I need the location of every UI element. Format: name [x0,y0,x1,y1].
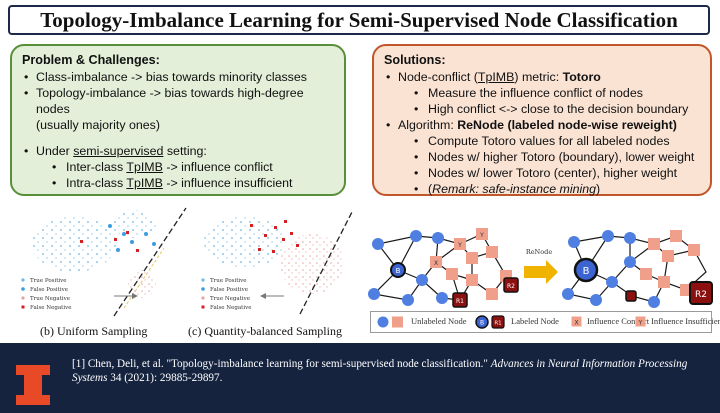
solution-sub-measure: Measure the influence conflict of nodes [384,85,700,101]
solution-sub-higher: Nodes w/ higher Totoro (boundary), lower… [384,149,700,165]
solutions-panel: Solutions: Node-conflict (TpIMB) metric:… [372,44,712,197]
svg-text:X: X [574,320,578,327]
svg-text:R1: R1 [494,321,501,327]
plot-legend-tn-left: True Negative [30,296,70,302]
node-y2-left: Y [479,232,484,239]
legend-insufficient: Influence Insufficient [651,316,720,326]
solution-metric: Node-conflict (TpIMB) metric: Totoro [384,69,700,85]
renode-graph-diagram: B X Y Y R1 R2 ReNode B [368,228,713,308]
renode-label: ReNode [526,248,553,256]
node-r2-left: R2 [507,283,515,290]
plot-legend-tn-right: True Negative [210,296,250,302]
problem-heading: Problem & Challenges: [22,53,160,67]
legend-conflict: Influence Conflict [587,316,650,326]
problem-item-inter-class: Inter-class TpIMB -> influence conflict [22,159,334,175]
plot-legend-fn-right: False Negative [210,305,252,311]
graph-legend: Unlabeled Node B R1 Labeled Node X Influ… [370,311,720,333]
plot-legend-tp-right: True Positive [210,278,247,284]
svg-text:B: B [480,320,484,327]
problem-item-majority-note: (usually majority ones) [36,118,160,132]
left-graph-nodes: B X Y Y R1 R2 [368,228,519,308]
conflict-node-icon: X [571,316,582,327]
problem-panel: Problem & Challenges: Class-imbalance ->… [10,44,346,196]
caption-uniform: (b) Uniform Sampling [40,324,148,338]
node-r2-right: R2 [695,290,707,300]
solutions-heading: Solutions: [384,53,446,67]
node-b-right: B [583,266,590,277]
renode-arrow-icon [524,260,558,284]
quantity-balanced-plot: True Positive False Positive True Negati… [201,211,353,315]
plot-legend-fn-left: False Negative [30,305,72,311]
footer: [1] Chen, Deli, et al. "Topology-imbalan… [0,343,720,413]
legend-labeled: Labeled Node [511,316,559,326]
legend-unlabeled: Unlabeled Node [411,316,467,326]
page-title: Topology-Imbalance Learning for Semi-Sup… [40,7,678,32]
unlabeled-node-icon [377,316,403,328]
solution-sub-remark: (Remark: safe-instance mining) [384,181,700,197]
node-y-left: Y [457,242,462,249]
problem-item-semi-supervised: Under semi-supervised setting: [22,143,334,159]
plot-legend-fp-left: False Positive [30,287,68,293]
scatter-plots-image: True Positive False Positive True Negati… [21,207,353,317]
illinois-logo-icon [16,365,50,405]
node-r1-left: R1 [456,298,464,305]
uniform-sampling-plot: True Positive False Positive True Negati… [21,207,187,317]
right-graph-nodes: B R2 [562,230,713,308]
solution-sub-lower: Nodes w/ lower Totoro (center), higher w… [384,165,700,181]
problem-item-class-imbalance: Class-imbalance -> bias towards minority… [22,69,334,85]
title-box: Topology-Imbalance Learning for Semi-Sup… [8,5,710,35]
problem-item-intra-class: Intra-class TpIMB -> influence insuffici… [22,175,334,191]
svg-text:Y: Y [638,320,643,327]
problem-item-topology-imbalance: Topology-imbalance -> bias towards high-… [22,85,334,117]
labeled-node-icon: B R1 [475,315,505,329]
reference-citation: [1] Chen, Deli, et al. "Topology-imbalan… [72,358,688,384]
caption-quantity-balanced: (c) Quantity-balanced Sampling [188,324,342,338]
solution-sub-high-conflict: High conflict <-> close to the decision … [384,101,700,117]
node-b-left: B [396,267,401,275]
solution-algorithm: Algorithm: ReNode (labeled node-wise rew… [384,117,700,133]
plot-legend-fp-right: False Positive [210,287,248,293]
plot-legend-tp-left: True Positive [30,278,67,284]
solution-sub-compute: Compute Totoro values for all labeled no… [384,133,700,149]
node-x-left: X [434,260,438,267]
insufficient-node-icon: Y [635,316,646,327]
